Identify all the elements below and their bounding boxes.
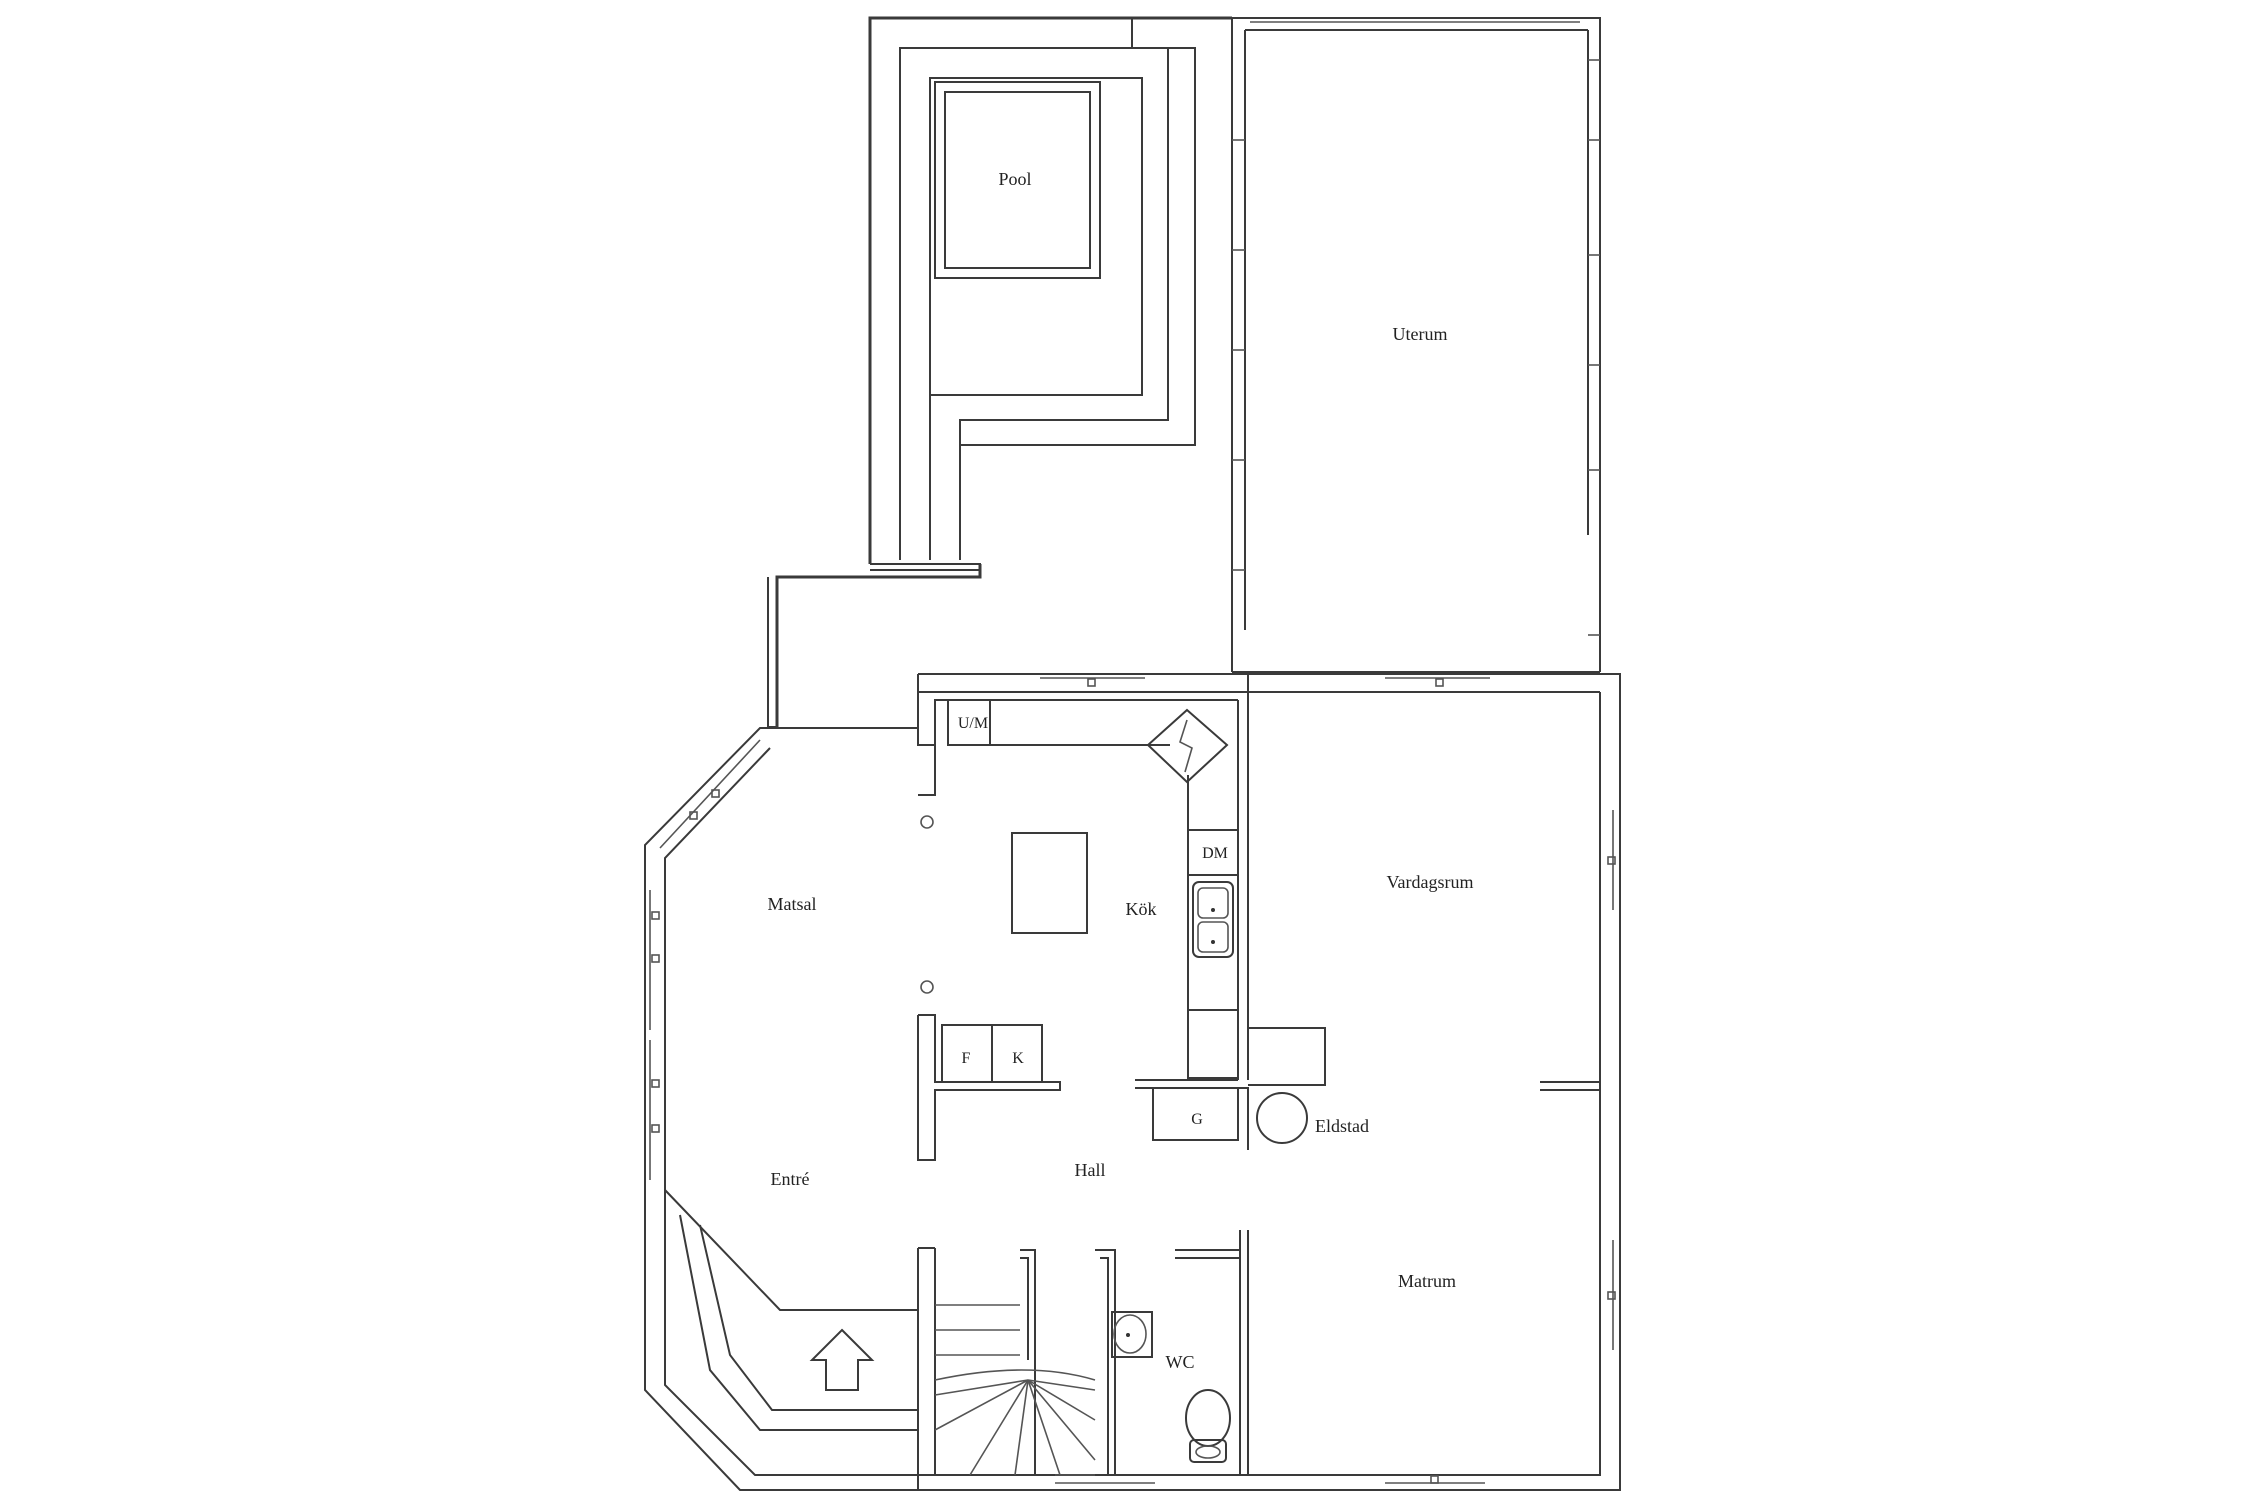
room-label-wc: WC <box>1166 1352 1195 1372</box>
room-label-eldstad: Eldstad <box>1315 1116 1369 1136</box>
fixture-label-um: U/M <box>958 715 988 732</box>
house-walls <box>644 673 1621 1491</box>
staircase <box>934 1304 1096 1476</box>
column <box>920 980 934 994</box>
fireplace-icon <box>1256 1092 1308 1144</box>
wc-sink-icon <box>1111 1311 1153 1358</box>
room-label-matrum: Matrum <box>1398 1271 1456 1291</box>
room-label-kok: Kök <box>1126 899 1157 919</box>
toilet-icon <box>1185 1389 1231 1463</box>
stove-icon <box>1146 708 1229 784</box>
kitchen-island <box>1011 832 1088 934</box>
entry-arrow-icon <box>809 1328 875 1391</box>
uterum-windows <box>1232 21 1600 636</box>
room-label-uterum: Uterum <box>1393 324 1448 344</box>
room-label-pool: Pool <box>998 169 1031 189</box>
uterum-walls <box>1231 17 1601 673</box>
room-label-vardagsrum: Vardagsrum <box>1387 872 1474 892</box>
room-label-hall: Hall <box>1075 1160 1106 1180</box>
fixture-label-dm: DM <box>1202 845 1228 862</box>
pool <box>934 81 1101 279</box>
fixture-label-k: K <box>1012 1050 1024 1067</box>
fixture-label-f: F <box>962 1050 971 1067</box>
interior-walls <box>664 699 1600 1490</box>
room-label-entre: Entré <box>771 1169 810 1189</box>
kitchen-sink-icon <box>1192 881 1234 958</box>
pool-terrace <box>767 16 1232 728</box>
fixture-label-g: G <box>1191 1111 1203 1128</box>
room-label-matsal: Matsal <box>768 894 817 914</box>
column <box>920 815 934 829</box>
